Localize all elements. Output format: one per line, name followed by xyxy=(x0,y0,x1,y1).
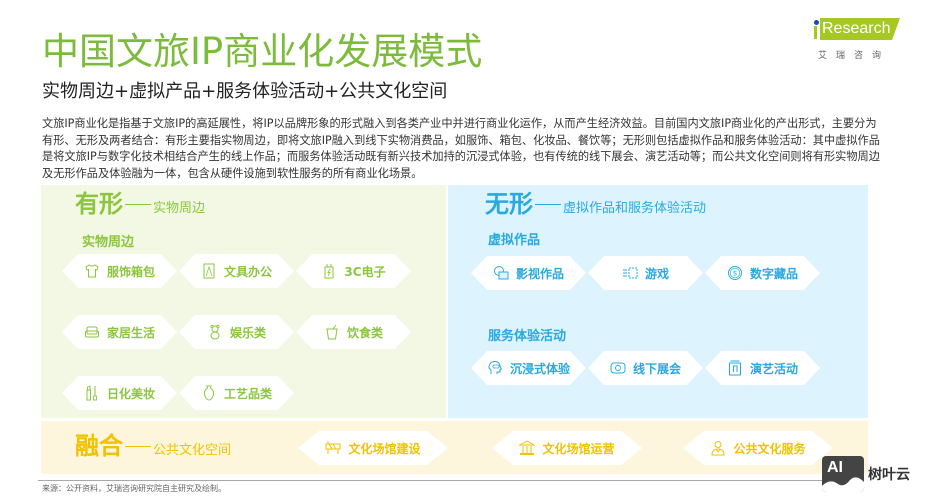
page-subtitle: 实物周边+虚拟产品+服务体验活动+公共文化空间 xyxy=(42,81,448,102)
fusion-item: 公共文化服务 xyxy=(683,431,833,465)
vr-head-icon xyxy=(487,360,503,376)
sofa-icon xyxy=(84,324,100,340)
service-person-icon xyxy=(710,440,726,456)
fusion-heading: 融合 公共文化空间 xyxy=(75,431,231,466)
tangible-item: 日化美妆 xyxy=(62,376,177,410)
heading-dash xyxy=(125,446,151,447)
service-item: 沉浸式体验 xyxy=(471,351,586,385)
music-icon xyxy=(727,360,743,376)
teddy-bear-icon xyxy=(207,324,223,340)
logo-cn-text: 艾瑞咨询 xyxy=(818,51,891,61)
logo-brand-text: Research xyxy=(822,20,891,37)
logo-dot xyxy=(814,20,819,25)
watermark: AI 树叶云 xyxy=(822,456,910,492)
footer-divider xyxy=(38,480,858,481)
physical-merch-label: 实物周边 xyxy=(82,235,135,250)
museum-icon xyxy=(519,440,536,456)
tangible-item: 3C电子 xyxy=(296,254,411,288)
heading-dash xyxy=(535,204,561,205)
virtual-item: 游戏 xyxy=(588,256,703,290)
lipstick-icon xyxy=(84,385,100,401)
intro-paragraph: 文旅IP商业化是指基于文旅IP的高延展性，将IP以品牌形象的形式融入到各类产业中… xyxy=(42,117,880,180)
service-activities-label: 服务体验活动 xyxy=(488,329,567,344)
coin-icon: $ xyxy=(727,265,743,281)
ai-image-icon: AI xyxy=(822,456,864,492)
fusion-panel: 融合 公共文化空间 文化场馆建设 文化场馆运营 公共文化服务 xyxy=(41,421,868,474)
virtual-item: $ 数字藏品 xyxy=(705,256,820,290)
tangible-item: 娱乐类 xyxy=(179,315,294,349)
virtual-works-label: 虚拟作品 xyxy=(488,233,541,248)
battery-icon xyxy=(321,263,337,279)
service-item: 演艺活动 xyxy=(705,351,820,385)
tangible-item: 工艺品类 xyxy=(179,376,294,410)
tangible-subtitle: 实物周边 xyxy=(153,201,206,216)
service-item: 线下展会 xyxy=(588,351,703,385)
game-icon xyxy=(622,265,638,281)
tangible-item: 家居生活 xyxy=(62,315,177,349)
fusion-item: 文化场馆建设 xyxy=(298,431,448,465)
fusion-item: 文化场馆运营 xyxy=(492,431,642,465)
intangible-subtitle: 虚拟作品和服务体验活动 xyxy=(563,201,707,216)
tangible-heading: 有形 实物周边 xyxy=(75,189,205,224)
tangible-panel: 有形 实物周边 实物周边 服饰箱包 文具办公 3C电子 家居生活 娱乐类 xyxy=(41,185,446,418)
stationery-icon xyxy=(201,263,217,279)
tangible-title: 有形 xyxy=(75,190,123,218)
vase-icon xyxy=(201,385,217,401)
intangible-title: 无形 xyxy=(485,190,533,218)
virtual-item: 影视作品 xyxy=(471,256,586,290)
logo-banner xyxy=(820,18,900,40)
tangible-item: 文具办公 xyxy=(179,254,294,288)
fusion-title: 融合 xyxy=(75,432,123,460)
svg-text:$: $ xyxy=(733,270,737,278)
iresearch-logo: Research 艾瑞咨询 xyxy=(812,14,907,64)
tangible-item: 服饰箱包 xyxy=(62,254,177,288)
film-tv-icon xyxy=(493,265,509,281)
tangible-item: 饮食类 xyxy=(296,315,411,349)
heading-dash xyxy=(125,204,151,205)
fusion-subtitle: 公共文化空间 xyxy=(153,443,232,458)
logo-i-stem xyxy=(814,26,817,39)
page-title: 中国文旅IP商业化发展模式 xyxy=(42,30,483,73)
watermark-text: 树叶云 xyxy=(868,467,910,483)
tshirt-icon xyxy=(84,263,100,279)
intangible-panel: 无形 虚拟作品和服务体验活动 虚拟作品 影视作品 游戏 $ 数字藏品 服务体验活… xyxy=(448,185,868,418)
exhibition-icon xyxy=(610,360,626,376)
source-note: 来源：公开资料，艾瑞咨询研究院自主研究及绘制。 xyxy=(42,484,226,493)
intangible-heading: 无形 虚拟作品和服务体验活动 xyxy=(485,189,706,224)
drink-cup-icon xyxy=(324,324,340,340)
construction-icon xyxy=(325,440,341,456)
